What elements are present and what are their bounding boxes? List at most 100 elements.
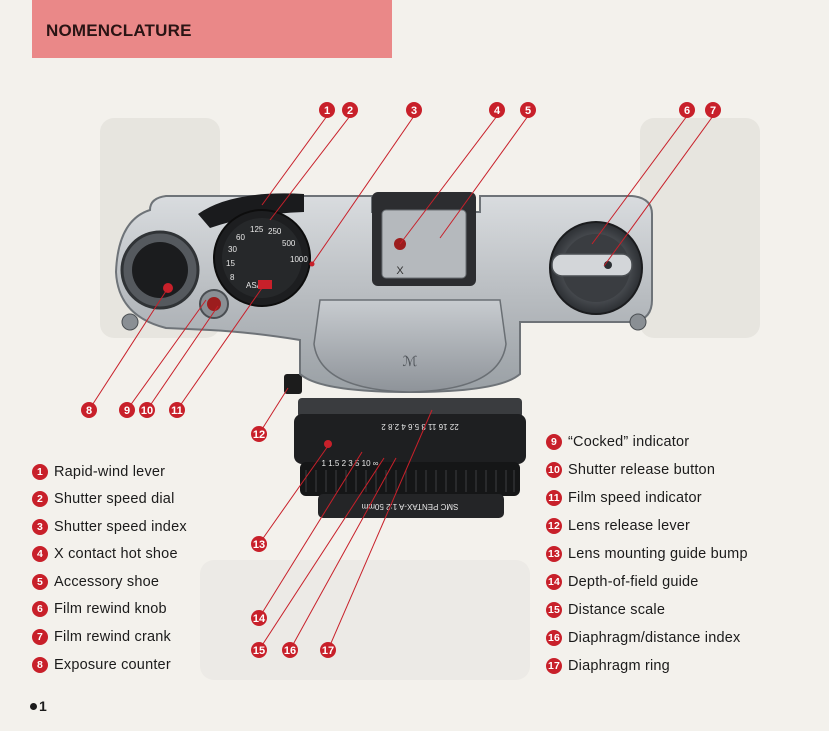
legend-item: 9“Cocked” indicator (546, 432, 689, 452)
callout-badge-10: 10 (139, 402, 155, 418)
svg-text:2: 2 (347, 105, 353, 117)
pentax-logo-mark: ℳ (403, 353, 418, 369)
distance-scale-text: 1 1.5 2 3 5 10 ∞ (322, 459, 379, 468)
legend-label: Shutter speed dial (54, 491, 175, 507)
page-bullet-icon (30, 702, 37, 710)
legend-item: 7 Film rewind crank (32, 627, 171, 647)
svg-text:30: 30 (228, 245, 237, 254)
legend-item: 8 Exposure counter (32, 655, 171, 675)
pentaprism (313, 299, 507, 393)
callout-badge-7: 7 (705, 102, 721, 118)
page-title: NOMENCLATURE (46, 21, 192, 40)
exposure-counter (120, 230, 200, 310)
lens-guide-bump (324, 440, 332, 448)
page-number-text: 1 (39, 698, 47, 714)
svg-text:125: 125 (250, 225, 264, 234)
legend-number-badge: 11 (546, 490, 562, 506)
callout-badge-6: 6 (679, 102, 695, 118)
lens-release-lever (284, 374, 302, 394)
svg-text:14: 14 (253, 613, 266, 625)
svg-text:6: 6 (684, 105, 690, 117)
callout-leader-lines (88, 115, 714, 651)
lens: 22 16 11 8 5.6 4 2.8 2 1 1.5 2 3 5 10 ∞ … (284, 374, 526, 518)
legend-item: 2 Shutter speed dial (32, 489, 175, 509)
film-rewind-knob (549, 221, 643, 315)
legend-label: Rapid-wind lever (54, 464, 166, 480)
svg-text:1: 1 (324, 105, 330, 117)
legend-label: Depth-of-field guide (568, 574, 699, 590)
callout-badge-11: 11 (169, 402, 185, 418)
legend-label: Diaphragm ring (568, 658, 670, 674)
callout-badge-9: 9 (119, 402, 135, 418)
strap-lug-right (629, 313, 647, 331)
svg-text:10: 10 (141, 405, 153, 417)
legend-number-badge: 16 (546, 630, 562, 646)
svg-text:250: 250 (268, 227, 282, 236)
lens-aperture-ring (294, 414, 526, 464)
legend-label: Film speed indicator (568, 490, 702, 506)
svg-text:9: 9 (124, 405, 130, 417)
svg-text:ASA: ASA (246, 281, 263, 290)
legend-item: 6 Film rewind knob (32, 599, 167, 619)
callout-badges: 1 2 3 4 5 6 7 8 9 10 11 12 13 14 15 16 1… (81, 102, 721, 658)
lens-focus-ring (300, 462, 520, 496)
legend-label: Distance scale (568, 602, 666, 618)
lens-name-text: SMC PENTAX-A 1:2 50mm (361, 502, 458, 511)
legend-label: Shutter release button (568, 462, 716, 478)
legend-item: 15 Distance scale (546, 600, 665, 620)
legend-number-badge: 15 (546, 602, 562, 618)
svg-text:15: 15 (226, 259, 235, 268)
legend-item: 11 Film speed indicator (546, 488, 702, 508)
callout-badge-12: 12 (251, 426, 267, 442)
legend-item: 12 Lens release lever (546, 516, 690, 536)
callout-badge-5: 5 (520, 102, 536, 118)
shutter-release-button (199, 289, 229, 319)
legend-item: 17 Diaphragm ring (546, 656, 670, 676)
legend-number-badge: 12 (546, 518, 562, 534)
legend-number-badge: 1 (32, 464, 48, 480)
aperture-scale-text: 22 16 11 8 5.6 4 2.8 2 (381, 422, 459, 431)
callout-badge-16: 16 (282, 642, 298, 658)
legend-label: Film rewind knob (54, 601, 167, 617)
legend-label: Shutter speed index (54, 519, 187, 535)
callout-badge-3: 3 (406, 102, 422, 118)
callout-badge-4: 4 (489, 102, 505, 118)
legend-item: 13 Lens mounting guide bump (546, 544, 748, 564)
strap-lug-left (121, 313, 139, 331)
legend-number-badge: 6 (32, 601, 48, 617)
legend-item: 16 Diaphragm/distance index (546, 628, 740, 648)
legend-label: “Cocked” indicator (568, 434, 690, 450)
legend-label: Diaphragm/distance index (568, 630, 741, 646)
legend-number-badge: 13 (546, 546, 562, 562)
legend-number-badge: 2 (32, 491, 48, 507)
legend-number-badge: 8 (32, 657, 48, 673)
svg-text:1000: 1000 (290, 255, 308, 264)
callout-badge-1: 1 (319, 102, 335, 118)
svg-text:500: 500 (282, 239, 296, 248)
hot-shoe: X (372, 192, 476, 286)
ghost-shape-right (640, 118, 760, 338)
callout-badge-8: 8 (81, 402, 97, 418)
legend-number-badge: 17 (546, 658, 562, 674)
svg-text:8: 8 (86, 405, 92, 417)
svg-text:8: 8 (230, 273, 235, 282)
legend-label: X contact hot shoe (54, 546, 178, 562)
header-band: NOMENCLATURE (32, 0, 392, 58)
legend-number-badge: 7 (32, 629, 48, 645)
legend-label: Exposure counter (54, 657, 171, 673)
lens-mount-ring (298, 398, 522, 418)
legend-label: Lens release lever (568, 518, 691, 534)
callout-badge-17: 17 (320, 642, 336, 658)
callout-badge-14: 14 (251, 610, 267, 626)
legend-number-badge: 5 (32, 574, 48, 590)
svg-text:13: 13 (253, 539, 265, 551)
legend-label: Lens mounting guide bump (568, 546, 748, 562)
svg-text:4: 4 (494, 105, 501, 117)
svg-text:15: 15 (253, 645, 265, 657)
legend-label: Film rewind crank (54, 629, 172, 645)
legend-number-badge: 4 (32, 546, 48, 562)
